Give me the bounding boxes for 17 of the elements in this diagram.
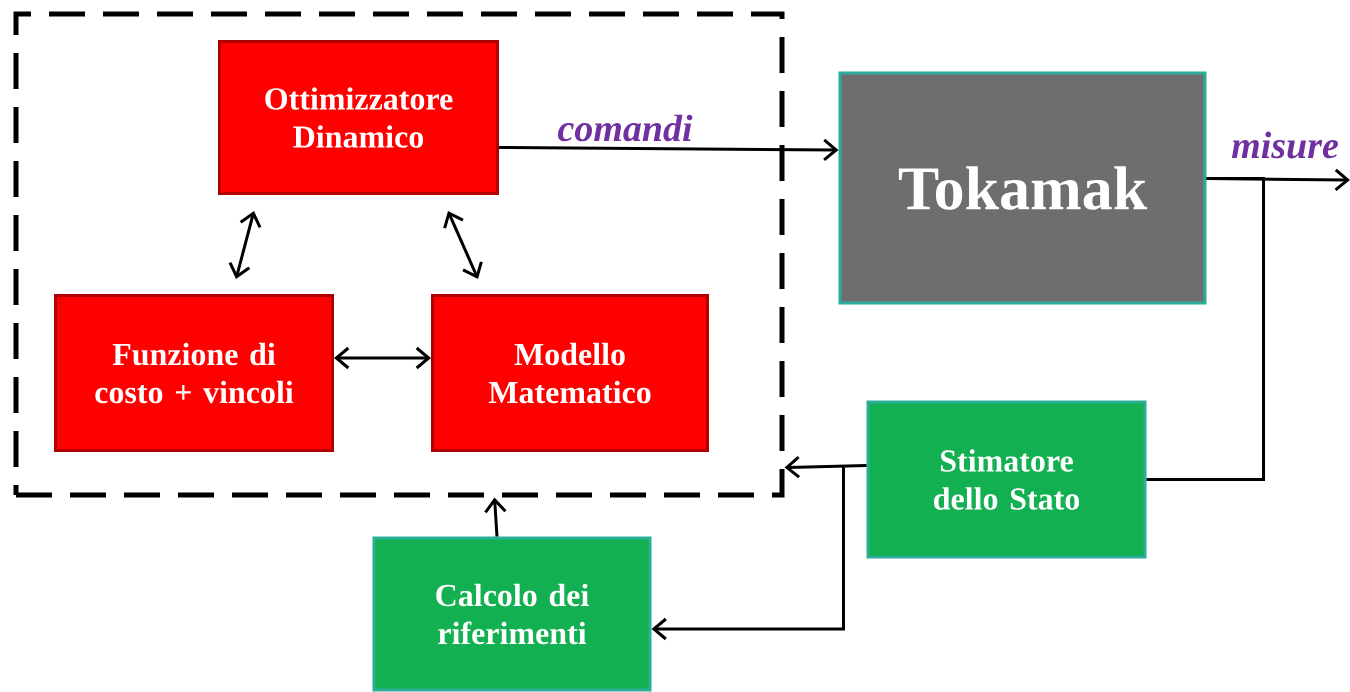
process-box: Modello Matematico xyxy=(431,294,709,452)
arrow xyxy=(443,211,483,279)
dashed-group-frame xyxy=(13,11,785,498)
edge-label: comandi xyxy=(555,112,695,144)
arrow xyxy=(484,497,507,537)
arrow xyxy=(499,138,839,162)
process-box: Stimatore dello Stato xyxy=(866,400,1147,559)
edge-label: misure xyxy=(1229,129,1341,161)
arrow xyxy=(784,456,867,479)
arrow xyxy=(1206,168,1350,192)
arrow xyxy=(228,211,262,279)
arrow xyxy=(651,465,845,641)
process-box: Tokamak xyxy=(838,71,1207,305)
process-box: Ottimizzatore Dinamico xyxy=(218,40,499,195)
process-box: Calcolo dei riferimenti xyxy=(372,536,652,692)
arrow xyxy=(334,346,431,370)
process-box: Funzione di costo + vincoli xyxy=(54,294,334,452)
